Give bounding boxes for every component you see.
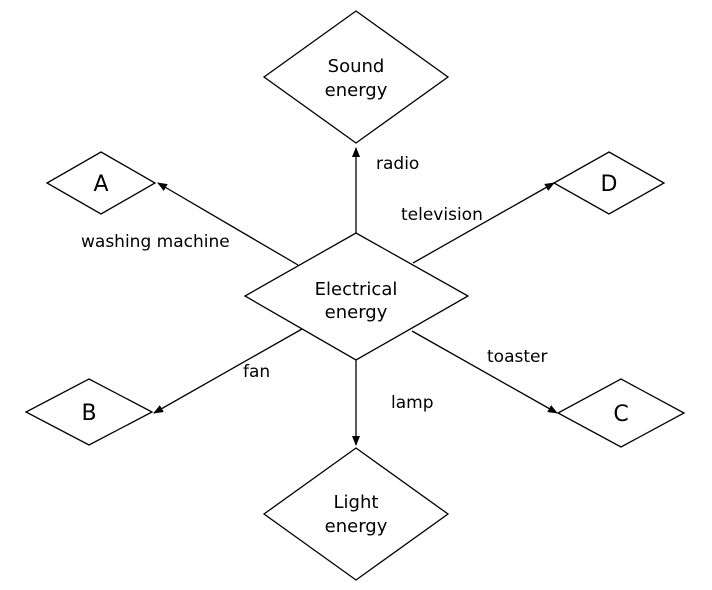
node-d: D [552,151,666,215]
node-sound-energy: Sound energy [262,10,450,144]
node-b: B [24,378,154,446]
edge-label-television: television [401,205,483,225]
edge-toaster [411,330,558,414]
node-electrical-energy-line1: Electrical [315,279,398,300]
node-b-label: B [81,401,96,426]
node-c-label: C [613,402,628,427]
node-sound-energy-line1: Sound [328,56,385,77]
node-electrical-energy-line2: energy [325,302,388,323]
edge-label-washing-machine: washing machine [81,232,230,252]
node-c: C [556,378,686,448]
node-d-label: D [601,172,618,197]
edge-label-toaster: toaster [487,347,547,367]
node-sound-energy-line2: energy [325,80,388,101]
edge-washing-machine [157,182,299,266]
node-light-energy-line2: energy [325,516,388,537]
edge-fan [153,328,303,414]
edge-label-fan: fan [243,362,270,382]
edge-label-radio: radio [376,154,419,174]
node-a: A [45,151,157,215]
node-electrical-energy: Electrical energy [243,232,470,361]
node-a-label: A [93,172,108,197]
edge-television [412,182,555,264]
node-light-energy: Light energy [262,447,450,581]
node-light-energy-line1: Light [334,492,379,513]
edge-label-lamp: lamp [391,393,434,413]
